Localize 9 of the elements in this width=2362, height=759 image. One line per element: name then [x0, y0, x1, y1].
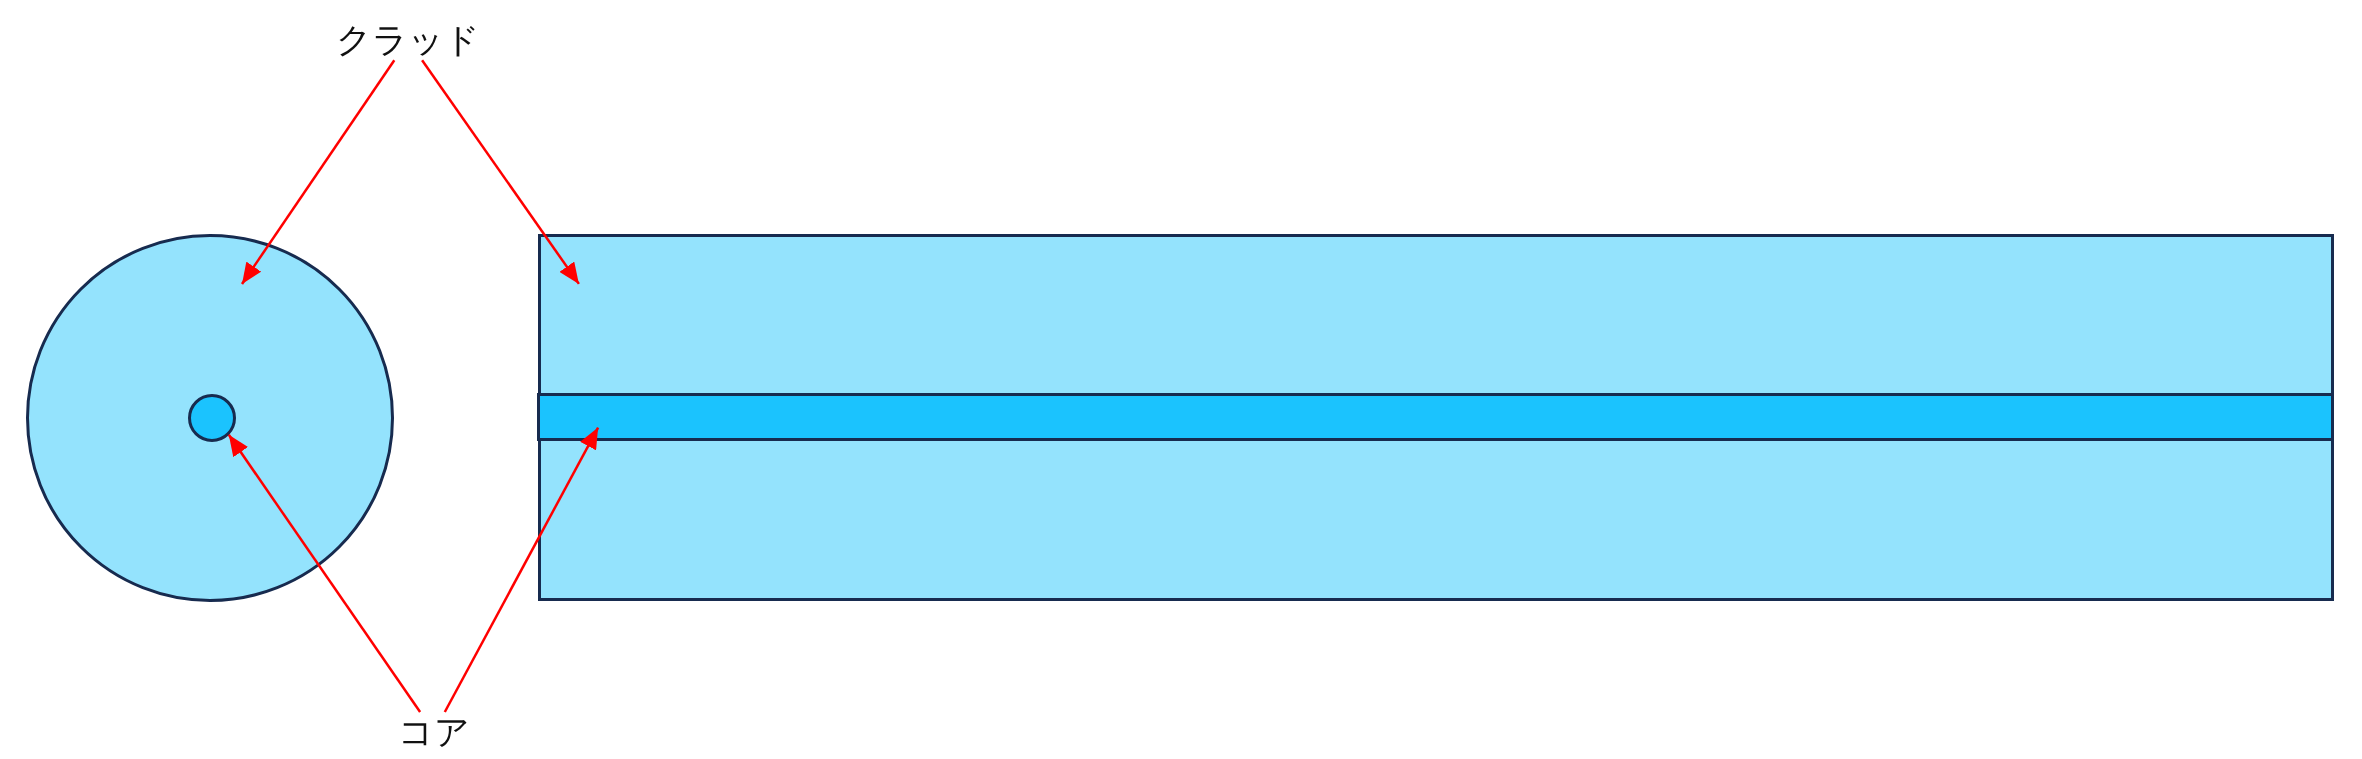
cladding-side-view [538, 234, 2334, 601]
part-label: クラッド [336, 20, 480, 61]
leader-line [240, 59, 396, 285]
core-circle [188, 394, 236, 442]
part-label: コア [398, 712, 470, 753]
leader-line [227, 434, 422, 713]
leader-line [443, 427, 600, 713]
leader-line [421, 59, 580, 285]
core-band [537, 393, 2334, 441]
